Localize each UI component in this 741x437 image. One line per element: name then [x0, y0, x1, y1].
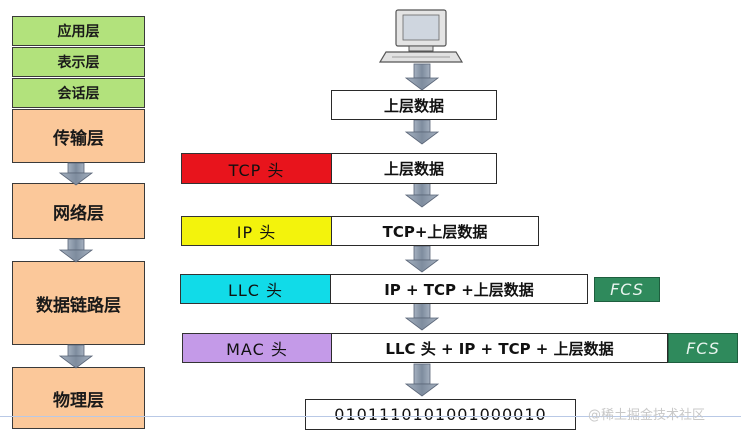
layer-label: 网络层 — [53, 203, 104, 224]
tcp-segment-data: 上层数据 — [331, 153, 497, 184]
layer-presentation: 表示层 — [12, 47, 145, 77]
mac-frame-data: LLC 头 + IP + TCP + 上层数据 — [331, 333, 668, 363]
layer-physical: 物理层 — [12, 367, 145, 429]
llc-frame-data: IP + TCP +上层数据 — [330, 274, 588, 304]
bottom-divider — [0, 416, 741, 417]
llc-frame-text: IP + TCP +上层数据 — [384, 280, 534, 299]
tcp-header-label: TCP 头 — [228, 160, 285, 180]
layer-label: 传输层 — [53, 128, 104, 149]
layer-session: 会话层 — [12, 78, 145, 108]
layer-label: 会话层 — [57, 86, 100, 102]
arrow-flow-6 — [404, 363, 440, 397]
layer-network: 网络层 — [12, 183, 145, 239]
ip-header: IP 头 — [181, 216, 332, 246]
fcs-label: FCS — [686, 338, 720, 358]
computer-icon — [378, 9, 464, 63]
layer-label: 数据链路层 — [36, 295, 121, 316]
mac-header: MAC 头 — [182, 333, 332, 363]
layer-transport: 传输层 — [12, 109, 145, 163]
arrow-flow-2 — [404, 119, 440, 145]
tcp-segment-text: 上层数据 — [383, 160, 444, 178]
arrow-transport-network — [58, 162, 94, 186]
arrow-datalink-physical — [58, 344, 94, 369]
layer-label: 物理层 — [53, 390, 104, 411]
layer-data-link: 数据链路层 — [12, 261, 145, 345]
bitstream-text: 0101110101001000010 — [334, 405, 547, 424]
upper-data-box: 上层数据 — [331, 90, 497, 120]
ip-packet-data: TCP+上层数据 — [331, 216, 539, 246]
arrow-flow-4 — [404, 245, 440, 273]
watermark: @稀土掘金技术社区 — [588, 404, 738, 424]
bitstream-box: 0101110101001000010 — [305, 399, 576, 430]
layer-label: 表示层 — [57, 55, 100, 71]
mac-header-label: MAC 头 — [226, 340, 288, 359]
layer-application: 应用层 — [12, 16, 145, 46]
llc-fcs-trailer: FCS — [594, 277, 660, 302]
llc-header: LLC 头 — [180, 274, 331, 304]
arrow-flow-5 — [404, 301, 440, 331]
arrow-flow-3 — [404, 182, 440, 208]
ip-header-label: IP 头 — [236, 223, 277, 242]
layer-label: 应用层 — [57, 24, 100, 40]
mac-frame-text: LLC 头 + IP + TCP + 上层数据 — [385, 339, 614, 358]
upper-data-text: 上层数据 — [383, 96, 444, 115]
arrow-flow-1 — [404, 63, 440, 91]
tcp-header: TCP 头 — [181, 153, 332, 184]
mac-fcs-trailer: FCS — [668, 333, 738, 363]
fcs-label: FCS — [610, 280, 644, 299]
ip-packet-text: TCP+上层数据 — [382, 222, 488, 241]
watermark-text: @稀土掘金技术社区 — [588, 408, 706, 423]
arrow-network-datalink — [58, 238, 94, 263]
llc-header-label: LLC 头 — [227, 281, 284, 300]
